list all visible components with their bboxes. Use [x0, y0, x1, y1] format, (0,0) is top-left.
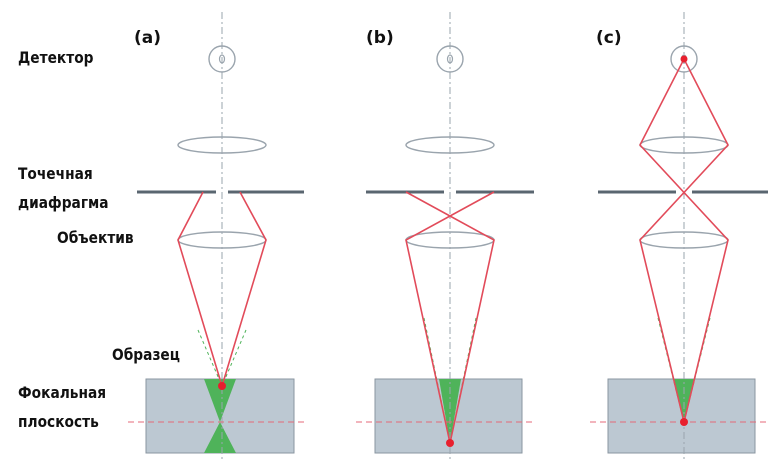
ray-left-a — [177, 191, 223, 387]
pinhole-label-line1: Точечная — [18, 164, 93, 183]
focus-cone-c — [674, 379, 694, 422]
ray-right-c — [639, 58, 729, 423]
collector-lens-b — [405, 136, 495, 154]
sample-label: Образец — [112, 345, 180, 364]
pinhole-label-line2: диафрагма — [18, 193, 109, 212]
source-point-c — [680, 418, 688, 426]
ray-right-b — [405, 191, 495, 444]
panel-c-tag: (c) — [596, 28, 622, 48]
detector-inner-b — [446, 54, 454, 64]
detector-outer-a — [208, 45, 236, 73]
detector-label: Детектор — [18, 48, 94, 67]
objective-label: Объектив — [57, 228, 134, 247]
detector-inner-a — [218, 54, 226, 64]
ray-right-a — [221, 191, 267, 387]
detector-outer-b — [436, 45, 464, 73]
panel-a-tag: (a) — [134, 28, 162, 48]
collector-lens-a — [177, 136, 267, 154]
guide-right-a — [221, 329, 247, 387]
focal-plane-label-line1: Фокальная — [18, 383, 107, 402]
source-point-a — [218, 382, 226, 390]
panel-a — [128, 12, 304, 460]
panel-b — [356, 12, 534, 460]
focus-cone-bottom-a — [204, 422, 236, 453]
detector-point-c — [680, 55, 688, 63]
focus-cone-top-a — [204, 379, 236, 422]
detector-outer-c — [670, 45, 698, 73]
panel-b-tag: (b) — [366, 28, 394, 48]
panel-c — [590, 12, 768, 460]
focus-cone-b — [439, 379, 461, 443]
focal-plane-label-line2: плоскость — [18, 412, 99, 431]
ray-left-b — [405, 191, 495, 444]
guide-left-a — [197, 329, 223, 387]
source-point-b — [446, 439, 454, 447]
